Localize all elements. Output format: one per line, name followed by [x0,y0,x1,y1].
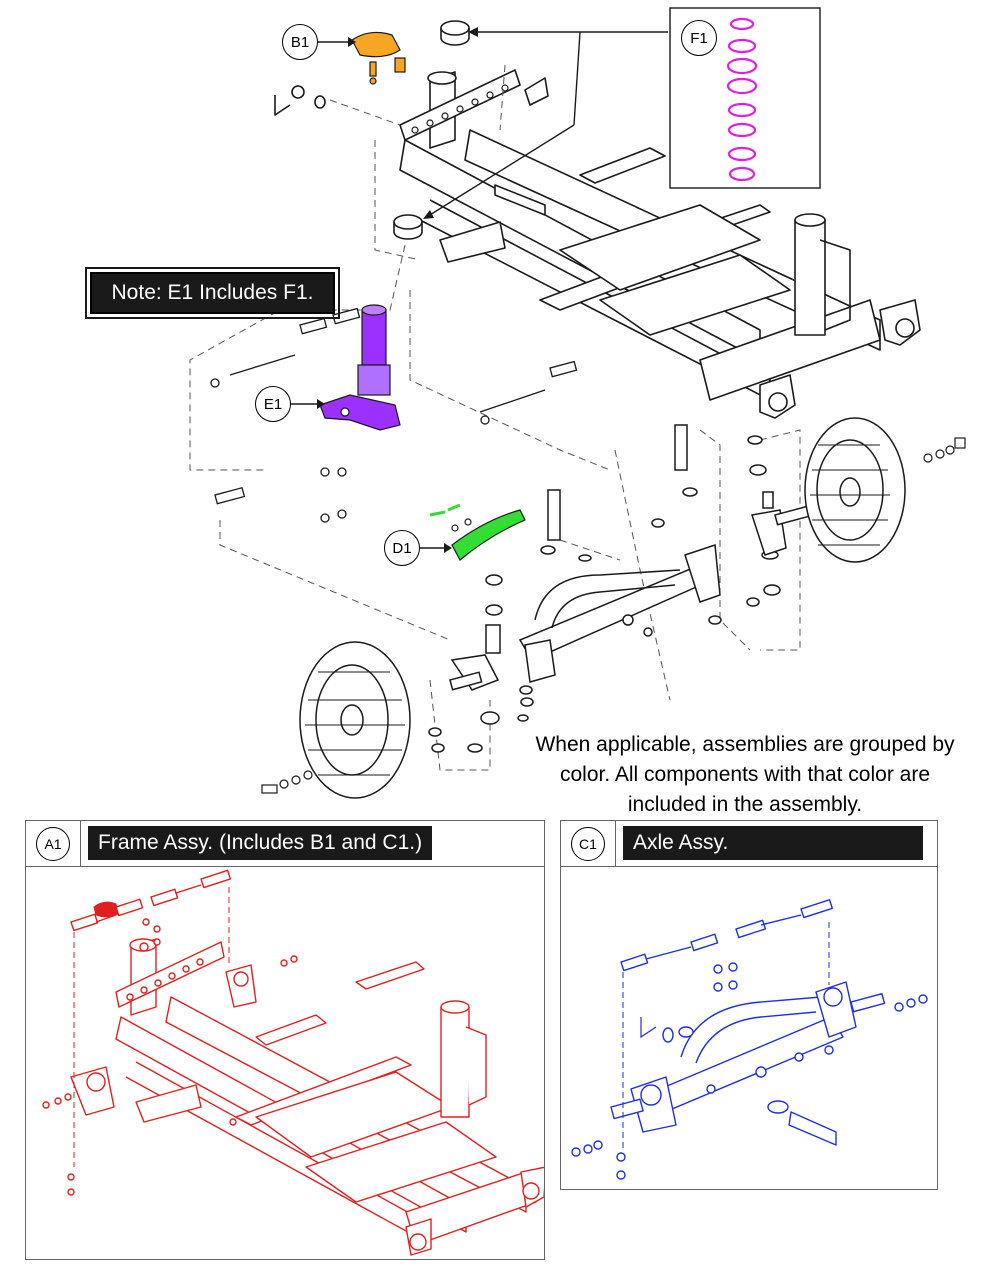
color-grouping-caption: When applicable, assemblies are grouped … [535,733,955,816]
d1-callout: D1 [384,530,420,566]
front-left-wheel [299,641,411,799]
axle-assy-panel: C1 Axle Assy. [560,820,938,1190]
rear-right-wheel [804,417,906,563]
axle-assy-header: C1 Axle Assy. [561,821,937,867]
main-exploded-diagram [189,7,966,799]
e1-callout: E1 [255,386,291,422]
f1-callout: F1 [681,20,717,56]
d1-leader [420,543,452,553]
frame-assy-drawing [42,869,544,1256]
frame-assy-title: Frame Assy. (Includes B1 and C1.) [88,826,433,860]
b1-clamp-part [351,31,406,85]
e1-steering-column [319,304,401,431]
note-e1-includes-f1: Note: E1 Includes F1. [85,267,340,319]
header-divider [80,821,81,866]
f1-bearing-stack [726,17,758,182]
a1-callout: A1 [36,827,70,861]
frame-assy-panel: A1 Frame Assy. (Includes B1 and C1.) [25,820,545,1260]
b1-callout: B1 [282,24,318,60]
axle-assy-title: Axle Assy. [623,826,923,860]
e1-leader [291,399,325,409]
d1-shroud [429,503,526,561]
b1-leader [318,37,356,47]
frame-assy-header: A1 Frame Assy. (Includes B1 and C1.) [26,821,544,867]
header-divider [615,821,616,866]
c1-callout: C1 [571,827,605,861]
axle-assy-drawing [571,899,928,1180]
